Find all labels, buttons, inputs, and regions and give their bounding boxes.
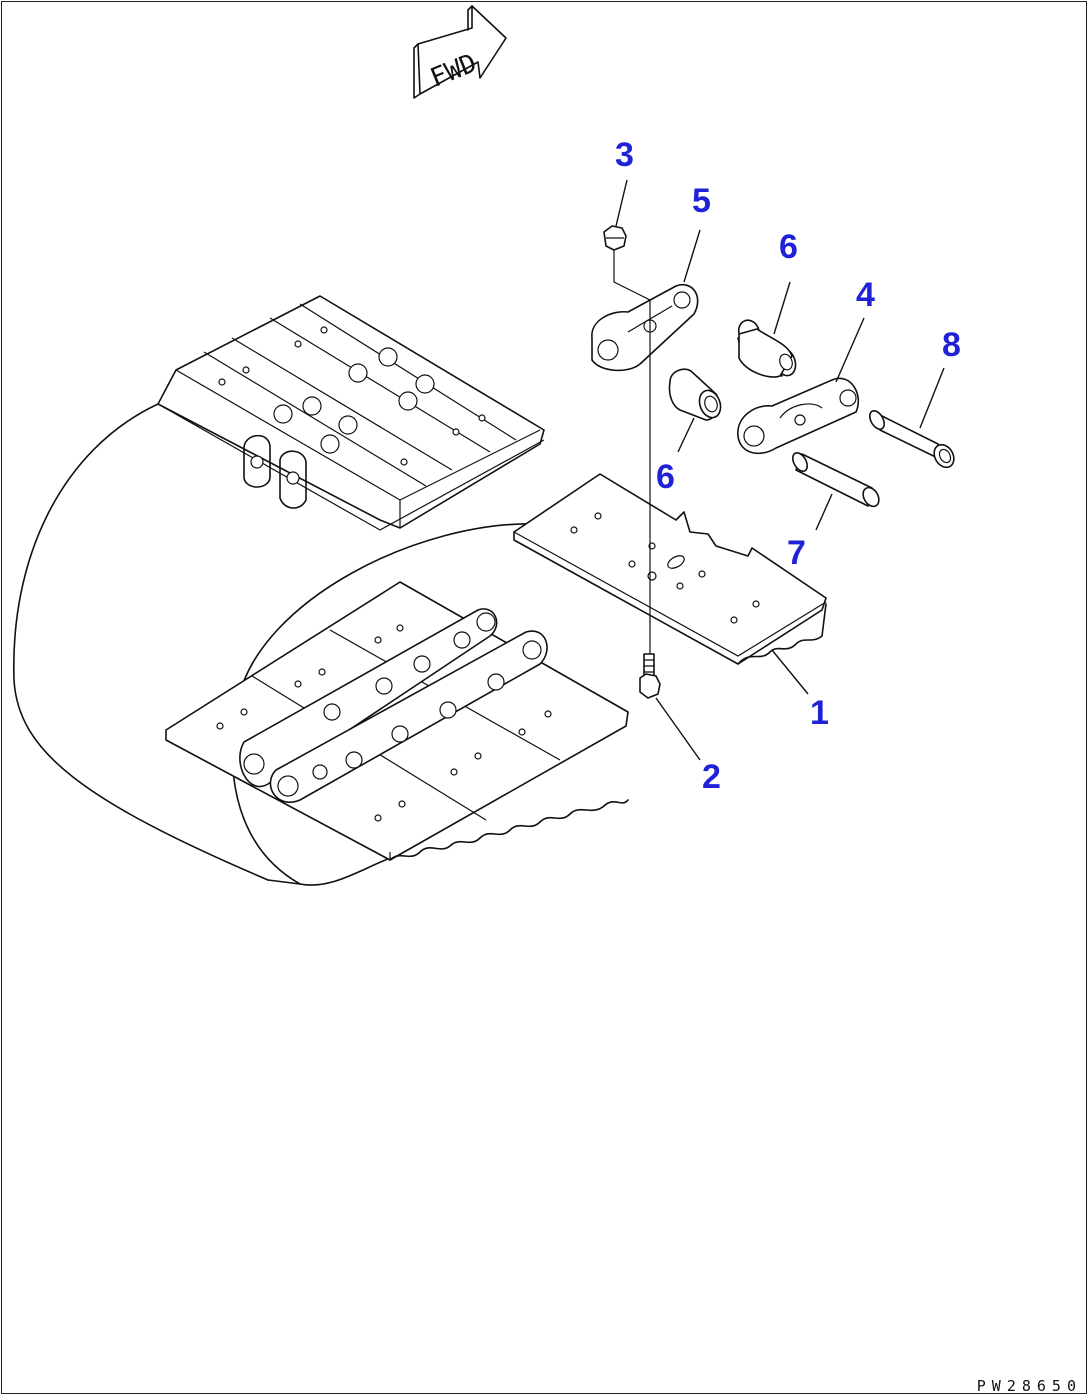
- link-part-4: [737, 377, 860, 455]
- pin-part-8: [868, 410, 955, 469]
- forward-arrow-icon: FWD: [413, 5, 507, 99]
- bushing-part-lower: [668, 368, 722, 421]
- bushing-part-upper: [737, 319, 797, 378]
- pin-part-7: [791, 452, 880, 508]
- shoe-part: [513, 473, 827, 665]
- nut-part: [603, 225, 627, 251]
- callout-8: 8: [942, 326, 961, 364]
- drawing-code: PW28650: [976, 1377, 1082, 1395]
- callout-4: 4: [856, 276, 875, 314]
- bolt-part: [639, 653, 661, 699]
- leader-lines: [615, 179, 945, 761]
- callout-2: 2: [702, 758, 721, 796]
- track-assembly: [13, 295, 629, 886]
- callout-7: 7: [787, 534, 806, 572]
- callout-5: 5: [692, 182, 711, 220]
- fwd-label: FWD: [426, 48, 481, 93]
- callout-1: 1: [810, 694, 829, 732]
- assembly-line: [613, 250, 651, 654]
- callout-6-upper: 6: [779, 228, 798, 266]
- callout-6-lower: 6: [656, 458, 675, 496]
- callout-3: 3: [615, 136, 634, 174]
